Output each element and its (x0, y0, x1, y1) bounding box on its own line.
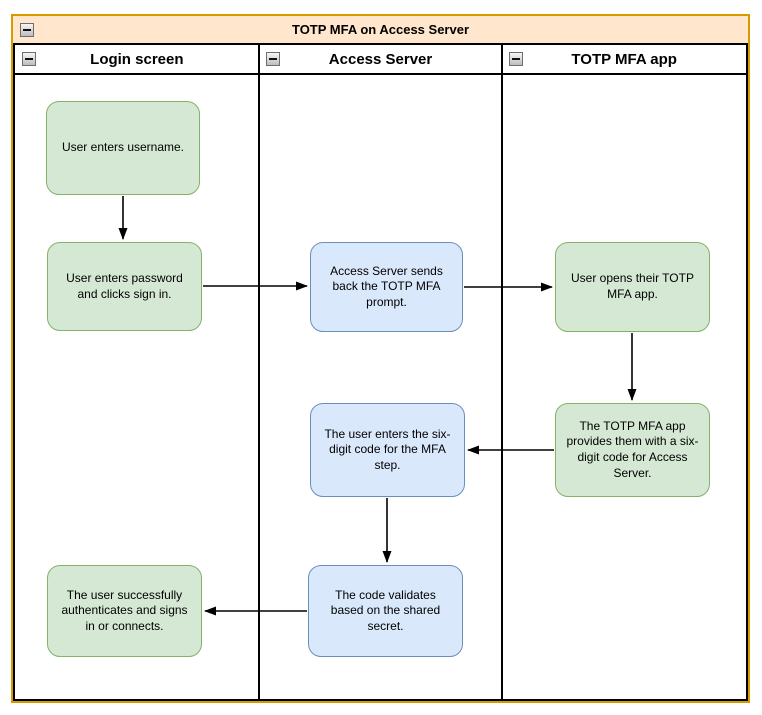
node-text: User enters username. (61, 140, 185, 155)
node-user-enters-username[interactable]: User enters username. (46, 101, 200, 195)
lane-divider (501, 45, 504, 699)
node-user-enters-password[interactable]: User enters password and clicks sign in. (47, 242, 202, 331)
lane-header-access-server: Access Server (259, 45, 503, 73)
node-user-enters-six-digit-code[interactable]: The user enters the six-digit code for t… (310, 403, 465, 497)
lane-header-login-screen: Login screen (15, 45, 259, 73)
node-user-opens-totp-app[interactable]: User opens their TOTP MFA app. (555, 242, 710, 332)
lane-headers-row: Login screen Access Server TOTP MFA app (15, 45, 746, 75)
node-server-sends-totp-prompt[interactable]: Access Server sends back the TOTP MFA pr… (310, 242, 463, 332)
node-user-authenticates-success[interactable]: The user successfully authenticates and … (47, 565, 202, 657)
lane-header-label: Access Server (328, 50, 433, 68)
node-text: User enters password and clicks sign in. (66, 270, 183, 301)
lane-header-totp-mfa-app: TOTP MFA app (502, 45, 746, 73)
minus-icon (512, 58, 521, 60)
pool-collapse-button[interactable] (20, 22, 34, 37)
lane-login-collapse-button[interactable] (22, 52, 36, 66)
node-text: The TOTP MFA app provides them with a si… (566, 418, 699, 480)
lane-server-collapse-button[interactable] (265, 52, 280, 66)
node-text: Access Server sends back the TOTP MFA pr… (330, 263, 443, 309)
lane-divider (257, 45, 260, 699)
pool-title: TOTP MFA on Access Server (291, 22, 470, 37)
lane-header-label: Login screen (90, 50, 184, 68)
pool-title-bar: TOTP MFA on Access Server (13, 16, 748, 43)
node-app-provides-six-digit-code[interactable]: The TOTP MFA app provides them with a si… (555, 403, 710, 497)
lane-app-collapse-button[interactable] (509, 52, 524, 66)
lane-header-label: TOTP MFA app (571, 50, 677, 68)
minus-icon (268, 58, 277, 60)
node-code-validates-shared-secret[interactable]: The code validates based on the shared s… (308, 565, 463, 657)
node-text: The user successfully authenticates and … (61, 587, 188, 633)
minus-icon (25, 58, 33, 60)
node-text: The user enters the six-digit code for t… (324, 426, 451, 472)
node-text: User opens their TOTP MFA app. (571, 271, 694, 301)
node-text: The code validates based on the shared s… (330, 587, 441, 633)
minus-icon (23, 28, 31, 31)
